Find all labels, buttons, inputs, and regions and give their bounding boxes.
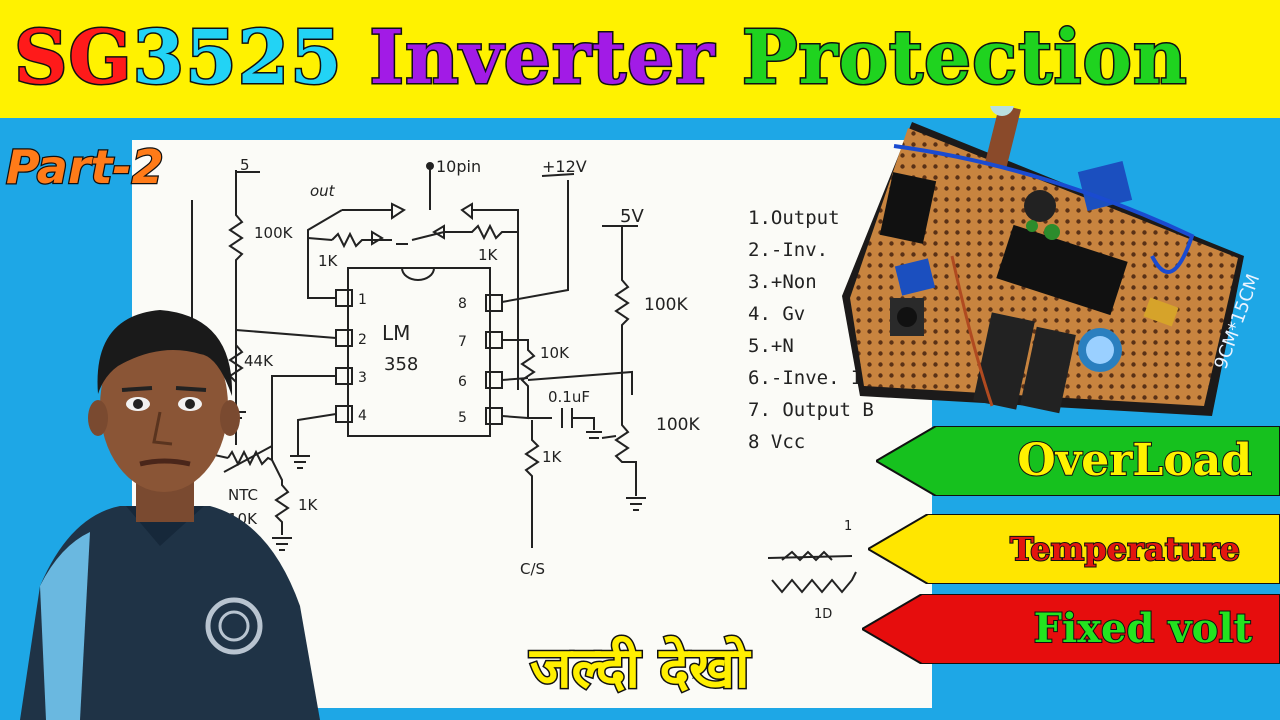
- title-protection: Protection: [740, 14, 1188, 103]
- label-100k-left: 100K: [254, 224, 294, 242]
- pin-list-item: 1.Output: [748, 207, 840, 229]
- label-pot-100k: 100K: [656, 415, 700, 435]
- trimmer-pot: [1077, 161, 1133, 211]
- pin-list-item: 7. Output B: [748, 399, 874, 421]
- pin-label-6: 6: [458, 374, 467, 390]
- label-cap: 0.1uF: [548, 388, 590, 406]
- title-band: [0, 0, 1280, 118]
- pin-list-item: 4. Gv: [748, 303, 806, 325]
- waveform-label-top: 1: [844, 519, 852, 534]
- title-sg: SG: [13, 14, 134, 103]
- tag-fixed-volt-text: Fixed volt: [1033, 604, 1253, 653]
- pin-label-4: 4: [358, 408, 367, 424]
- label-5: 5: [240, 156, 250, 174]
- tag-fixed-volt: Fixed volt: [862, 594, 1280, 664]
- label-out: out: [310, 182, 336, 200]
- mosfet: [973, 312, 1035, 410]
- label-ntc: NTC: [228, 486, 258, 504]
- pin-list-item: 3.+Non: [748, 271, 817, 293]
- ic-name: LM: [382, 321, 410, 345]
- presenter-photo: [20, 310, 320, 720]
- title-inverter: Inverter: [368, 14, 716, 103]
- pin-list-item: 6.-Inve. In: [748, 367, 874, 389]
- pin-label-5: 5: [458, 410, 467, 426]
- pin-label-1: 1: [358, 292, 367, 308]
- label-1k-cs: 1K: [542, 448, 563, 466]
- schematic-drawing: 5 out 10pin +12V 5V 100K 1K 1K 44K NTC 1…: [191, 156, 857, 622]
- pin-label-2: 2: [358, 332, 367, 348]
- title-3525: 3525: [131, 14, 343, 103]
- tag-temperature-text: Temperature: [1009, 529, 1241, 569]
- label-12v: +12V: [542, 157, 587, 176]
- label-10k: 10K: [540, 344, 570, 362]
- pin-list: 1.Output 2.-Inv. 3.+Non 4. Gv 5.+N 6.-In…: [748, 202, 874, 458]
- hindi-caption: जल्दी देखो: [528, 635, 750, 703]
- label-1k-b: 1K: [478, 246, 499, 264]
- label-44k: 44K: [244, 352, 274, 370]
- tag-temperature: Temperature: [868, 514, 1280, 584]
- pcb-board-image: 9CM*15CM: [842, 106, 1264, 416]
- waveform-label-bottom: 1D: [814, 607, 832, 622]
- thumbnail-title: SG3525 Inverter Protection: [13, 14, 1189, 103]
- ic-lm358-chip: [879, 172, 937, 244]
- pin-label-7: 7: [458, 334, 467, 350]
- label-10pin: 10pin: [436, 157, 481, 176]
- label-5v: 5V: [620, 206, 644, 227]
- ic-body: [347, 267, 491, 437]
- pin-list-item: 2.-Inv.: [748, 239, 829, 261]
- pin-label-8: 8: [458, 296, 467, 312]
- label-cs: C/S: [520, 560, 545, 578]
- tag-overload: OverLoad: [876, 426, 1280, 496]
- pin-list-item: 8 Vcc: [748, 431, 806, 453]
- pin-list-item: 5.+N: [748, 335, 794, 357]
- label-1k-ntc: 1K: [298, 496, 319, 514]
- pin-label-3: 3: [358, 370, 367, 386]
- label-100k-right: 100K: [644, 295, 688, 315]
- tag-overload-text: OverLoad: [1016, 434, 1253, 487]
- part-label: Part-2: [5, 139, 165, 196]
- ic-sg3525-chip: [996, 224, 1128, 316]
- ic-number: 358: [384, 354, 418, 375]
- mosfet: [1020, 326, 1076, 414]
- ic-notch: [401, 267, 435, 281]
- label-1k-a: 1K: [318, 252, 339, 270]
